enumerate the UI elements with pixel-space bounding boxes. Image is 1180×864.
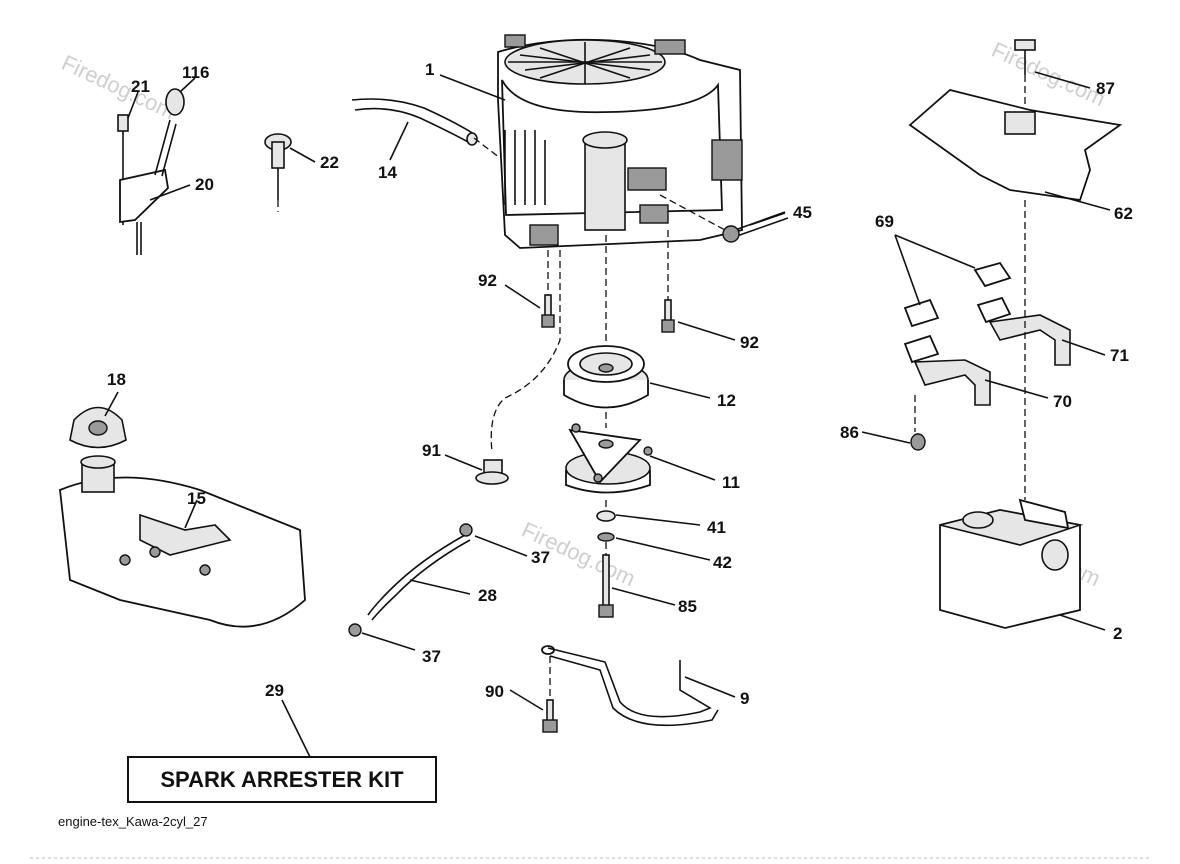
watermark: Firedog.com [58,50,179,124]
callout-1: 1 [425,60,434,79]
exhaust-pipes [903,261,1071,451]
file-name: engine-tex_Kawa-2cyl_27 [58,814,208,829]
callout-9: 9 [740,689,749,708]
callout-116: 116 [182,63,209,82]
callout-87: 87 [1096,79,1115,98]
callout-21: 21 [131,77,150,96]
bushing [475,250,561,485]
callout-90: 90 [485,682,504,701]
fuel-line [348,523,473,637]
callout-91: 91 [422,441,441,460]
callout-2: 2 [1113,624,1122,643]
callout-12: 12 [717,391,736,410]
watermark: Firedog.com [988,37,1109,111]
throttle-control [117,88,185,255]
callout-37: 37 [531,548,550,567]
washer-42 [597,532,615,542]
fuel-hose [351,98,501,159]
callout-62: 62 [1114,204,1133,223]
pulley [563,345,649,409]
heat-shield [908,39,1123,201]
callout-42: 42 [713,553,732,572]
fuel-tank [59,455,306,628]
muffler [939,200,1084,629]
kit-label: SPARK ARRESTER KIT [160,767,404,792]
choke-knob [264,133,292,212]
washer-41 [596,510,616,522]
pto-clutch [565,423,653,494]
callout-15: 15 [187,489,206,508]
callout-41: 41 [707,518,726,537]
callout-37: 37 [422,647,441,666]
callout-28: 28 [478,586,497,605]
callout-69: 69 [875,212,894,231]
callout-14: 14 [378,163,397,182]
bolt-85 [598,542,614,618]
callout-22: 22 [320,153,339,172]
callout-70: 70 [1053,392,1072,411]
callout-86: 86 [840,423,859,442]
callout-20: 20 [195,175,214,194]
callout-11: 11 [722,473,740,492]
engine [497,34,743,249]
callout-92: 92 [478,271,497,290]
bolt-92 [541,250,555,328]
rod-9 [541,645,719,733]
callout-92: 92 [740,333,759,352]
callouts: 1 116 21 20 22 14 87 62 45 69 92 92 71 7… [107,60,1133,708]
callout-85: 85 [678,597,697,616]
callout-71: 71 [1110,346,1129,365]
leader-lines [104,71,1111,758]
callout-18: 18 [107,370,126,389]
callout-29: 29 [265,681,284,700]
fuel-cap [69,406,127,449]
callout-45: 45 [793,203,812,222]
spark-arrester-kit: SPARK ARRESTER KIT [127,756,437,803]
bolt-92 [661,230,675,333]
